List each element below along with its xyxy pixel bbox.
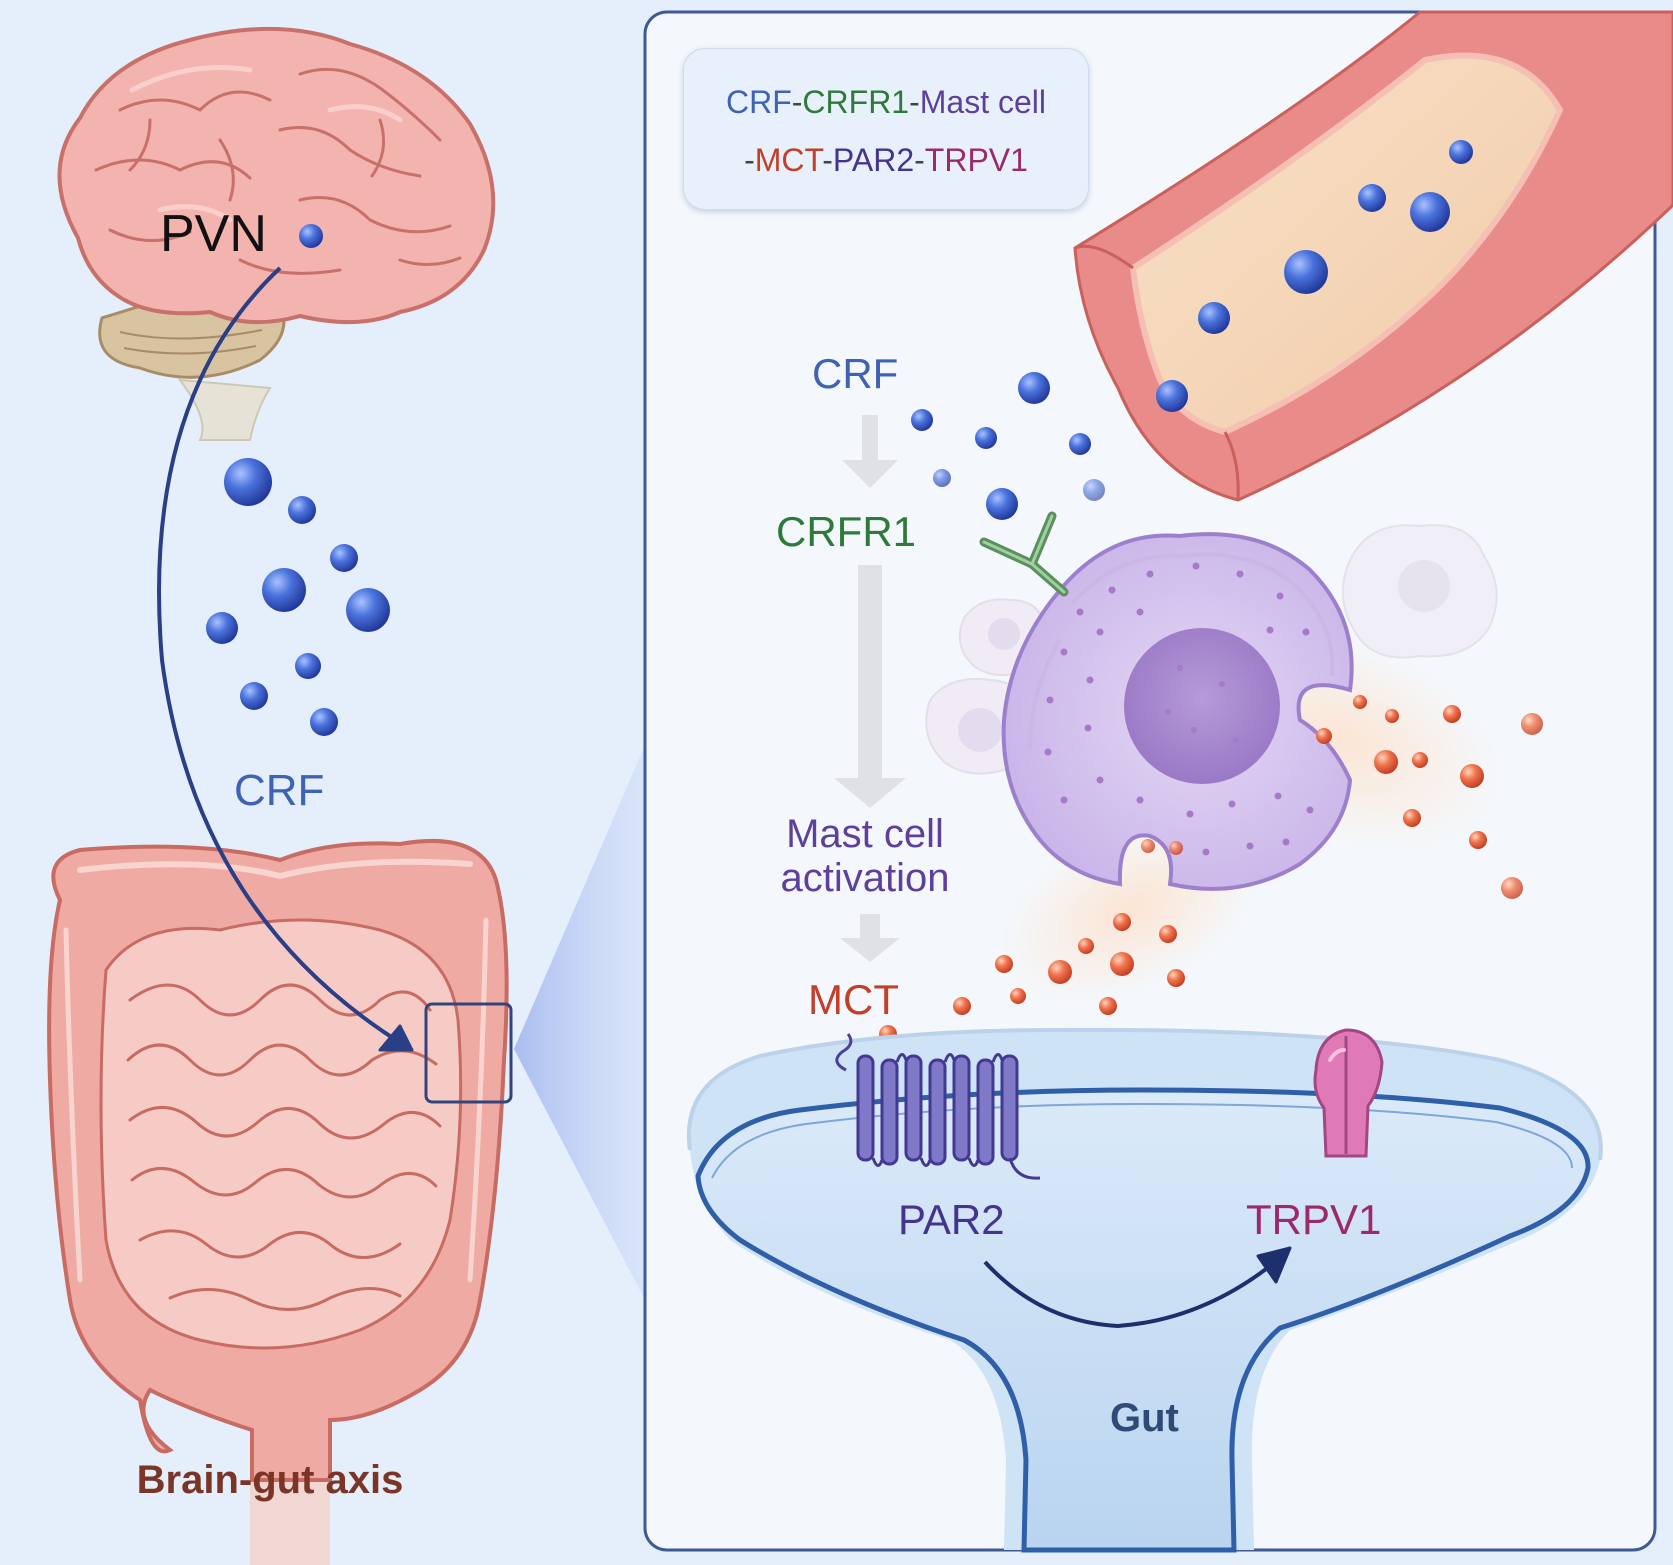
legend-crfr1: CRFR1 bbox=[802, 84, 910, 120]
legend-dash: - bbox=[744, 142, 755, 178]
crf-molecules-released bbox=[911, 372, 1105, 520]
pvn-marker bbox=[299, 224, 323, 248]
legend-dash: - bbox=[822, 142, 833, 178]
zoom-wedge bbox=[514, 745, 645, 1300]
pathway-step-mast-cell-activation: Mast cell activation bbox=[780, 812, 950, 900]
brainstem bbox=[177, 378, 272, 441]
mast-cell-nucleus bbox=[1124, 628, 1280, 784]
rectum bbox=[250, 1470, 330, 1565]
crf-molecules-left bbox=[206, 458, 390, 736]
par2-label: PAR2 bbox=[898, 1196, 1005, 1243]
intestine-illustration bbox=[47, 839, 509, 1565]
pathway-arrows bbox=[834, 415, 906, 962]
pathway-step-crfr1: CRFR1 bbox=[776, 508, 917, 555]
legend-mct: MCT bbox=[754, 142, 823, 178]
par2-receptor bbox=[835, 1033, 1041, 1180]
mct-molecules bbox=[879, 695, 1543, 1043]
small-intestine bbox=[99, 918, 463, 1350]
legend-trpv1: TRPV1 bbox=[924, 142, 1028, 178]
legend-dash: - bbox=[914, 142, 925, 178]
pathway-legend: CRF-CRFR1-Mast cell -MCT-PAR2-TRPV1 bbox=[683, 48, 1089, 210]
legend-par2: PAR2 bbox=[832, 142, 915, 178]
pvn-label: PVN bbox=[160, 205, 267, 263]
crf-label-left: CRF bbox=[234, 766, 325, 815]
cerebrum bbox=[57, 26, 496, 325]
legend-dash: - bbox=[791, 84, 803, 120]
gut-label: Gut bbox=[1110, 1396, 1179, 1440]
brain-gut-arrowhead bbox=[378, 1024, 414, 1052]
brain-gut-arrow bbox=[157, 266, 414, 1052]
blood-vessel bbox=[1073, 10, 1673, 502]
pathway-step-crf: CRF bbox=[812, 350, 899, 397]
legend-crf: CRF bbox=[726, 84, 792, 120]
legend-mast-cell: Mast cell bbox=[919, 84, 1046, 120]
par2-trpv1-arrow bbox=[983, 1260, 1272, 1329]
mast-cell bbox=[1001, 532, 1354, 891]
trpv1-channel bbox=[1313, 1028, 1384, 1158]
legend-dash: - bbox=[909, 84, 920, 120]
pathway-step-mct: MCT bbox=[808, 976, 899, 1023]
legend-line-2: -MCT-PAR2-TRPV1 bbox=[683, 142, 1089, 179]
legend-line-1: CRF-CRFR1-Mast cell bbox=[683, 84, 1089, 121]
trpv1-label: TRPV1 bbox=[1246, 1196, 1382, 1243]
zoom-source-box bbox=[424, 1002, 513, 1104]
brain-illustration bbox=[57, 26, 496, 441]
crfr1-receptor-highlight bbox=[982, 514, 1066, 594]
par2-trpv1-arrowhead bbox=[1256, 1246, 1292, 1284]
brain-gut-axis-caption: Brain-gut axis bbox=[136, 1458, 404, 1502]
